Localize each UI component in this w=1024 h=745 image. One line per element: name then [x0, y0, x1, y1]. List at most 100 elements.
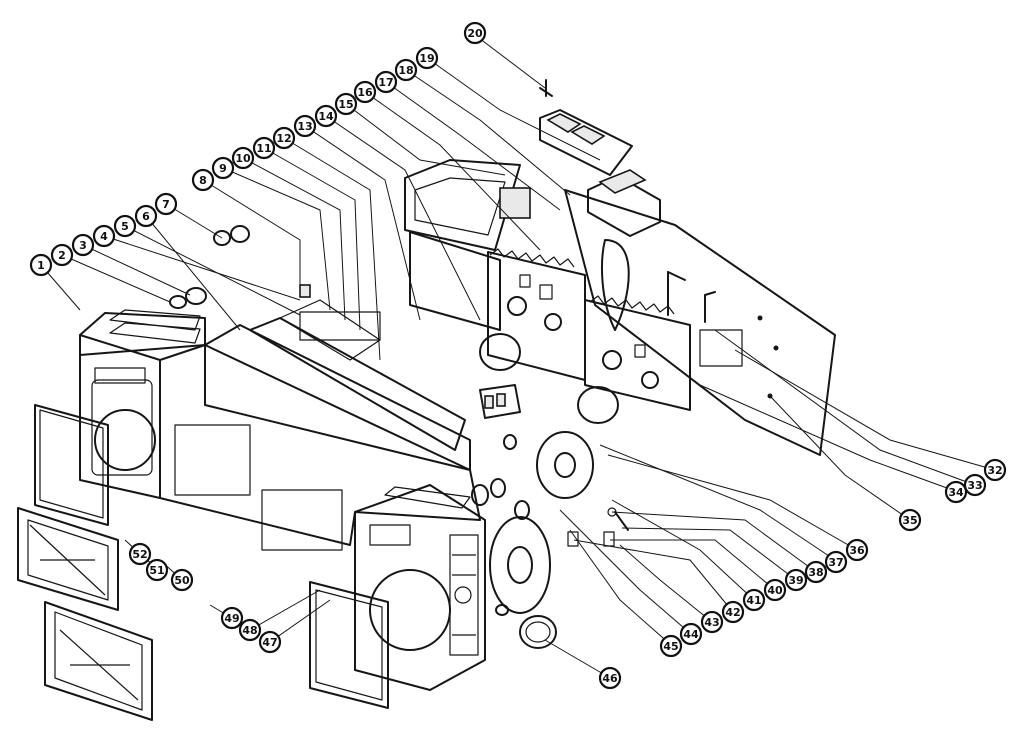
heatsink-bracket — [539, 109, 633, 176]
callout-label: 3 — [79, 239, 87, 252]
callout-4: 4 — [92, 224, 116, 248]
callout-circle — [238, 618, 262, 642]
callout-label: 32 — [987, 464, 1002, 477]
callout-label: 9 — [219, 162, 227, 175]
callout-37: 37 — [824, 550, 848, 574]
callout-label: 10 — [235, 152, 251, 165]
callout-label: 41 — [746, 594, 761, 607]
callout-circle — [134, 204, 158, 228]
callout-51: 51 — [145, 558, 169, 582]
right-grille-panel — [309, 581, 389, 709]
inner-chassis — [404, 159, 691, 424]
callout-33: 33 — [963, 473, 987, 497]
main-cabinet — [79, 299, 486, 691]
callout-label: 19 — [419, 52, 434, 65]
callout-41: 41 — [742, 588, 766, 612]
callout-label: 6 — [142, 210, 150, 223]
callout-1: 1 — [29, 253, 53, 277]
parts-drawing — [17, 34, 996, 721]
callout-circle — [598, 666, 622, 690]
callout-6: 6 — [134, 204, 158, 228]
callout-label: 1 — [37, 259, 45, 272]
callout-label: 20 — [467, 27, 483, 40]
callout-circle — [721, 600, 745, 624]
callout-2: 2 — [50, 243, 74, 267]
callout-39: 39 — [784, 568, 808, 592]
callout-label: 18 — [398, 64, 413, 77]
callout-circle — [145, 558, 169, 582]
callout-5: 5 — [113, 214, 137, 238]
callout-circle — [231, 146, 255, 170]
callout-52: 52 — [128, 542, 152, 566]
callout-circle — [944, 480, 968, 504]
callout-15: 15 — [334, 92, 358, 116]
callout-label: 8 — [199, 174, 207, 187]
callout-label: 34 — [948, 486, 964, 499]
left-grille-panel — [34, 404, 109, 526]
callout-circle — [898, 508, 922, 532]
callout-label: 49 — [224, 612, 239, 625]
callout-label: 44 — [683, 628, 699, 641]
callout-circle — [71, 233, 95, 257]
callout-35: 35 — [898, 508, 922, 532]
callout-label: 17 — [378, 76, 393, 89]
callout-label: 52 — [132, 548, 147, 561]
callout-40: 40 — [763, 578, 787, 602]
callout-circle — [463, 21, 487, 45]
callout-circle — [353, 80, 377, 104]
left-frame-bottom — [44, 601, 153, 721]
volume-knob — [519, 615, 557, 649]
callout-36: 36 — [845, 538, 869, 562]
callout-circle — [824, 550, 848, 574]
callout-circle — [29, 253, 53, 277]
callout-label: 50 — [174, 574, 190, 587]
rear-pcb — [564, 189, 836, 456]
callout-label: 48 — [242, 624, 257, 637]
callout-42: 42 — [721, 600, 745, 624]
callout-38: 38 — [804, 560, 828, 584]
callout-8: 8 — [191, 168, 215, 192]
transformer — [587, 169, 661, 237]
callout-circle — [191, 168, 215, 192]
callout-label: 47 — [262, 636, 277, 649]
callout-circle — [334, 92, 358, 116]
callout-12: 12 — [272, 126, 296, 150]
callout-50: 50 — [170, 568, 194, 592]
function-switch — [479, 384, 521, 419]
callout-48: 48 — [238, 618, 262, 642]
callout-circle — [983, 458, 1007, 482]
callout-49: 49 — [220, 606, 244, 630]
callout-circle — [659, 634, 683, 658]
callout-34: 34 — [944, 480, 968, 504]
left-small-parts — [169, 225, 381, 341]
callout-label: 11 — [256, 142, 271, 155]
callout-circle — [763, 578, 787, 602]
leader-lines — [40, 34, 996, 676]
callout-label: 16 — [357, 86, 373, 99]
callout-label: 33 — [967, 479, 982, 492]
callout-circle — [374, 70, 398, 94]
callout-label: 36 — [849, 544, 865, 557]
callout-43: 43 — [700, 610, 724, 634]
callout-circle — [220, 606, 244, 630]
callout-circle — [154, 192, 178, 216]
tuning-drum — [489, 431, 594, 614]
callout-circle — [394, 58, 418, 82]
callout-32: 32 — [983, 458, 1007, 482]
callout-label: 38 — [808, 566, 823, 579]
callout-10: 10 — [231, 146, 255, 170]
callout-44: 44 — [679, 622, 703, 646]
callout-7: 7 — [154, 192, 178, 216]
callout-label: 7 — [162, 198, 170, 211]
callout-circle — [293, 114, 317, 138]
top-screw — [539, 79, 553, 97]
callout-circle — [211, 156, 235, 180]
callout-label: 4 — [100, 230, 108, 243]
callout-circle — [170, 568, 194, 592]
callout-circle — [50, 243, 74, 267]
callout-label: 13 — [297, 120, 312, 133]
callout-circle — [700, 610, 724, 634]
callout-label: 14 — [318, 110, 334, 123]
callout-label: 37 — [828, 556, 843, 569]
